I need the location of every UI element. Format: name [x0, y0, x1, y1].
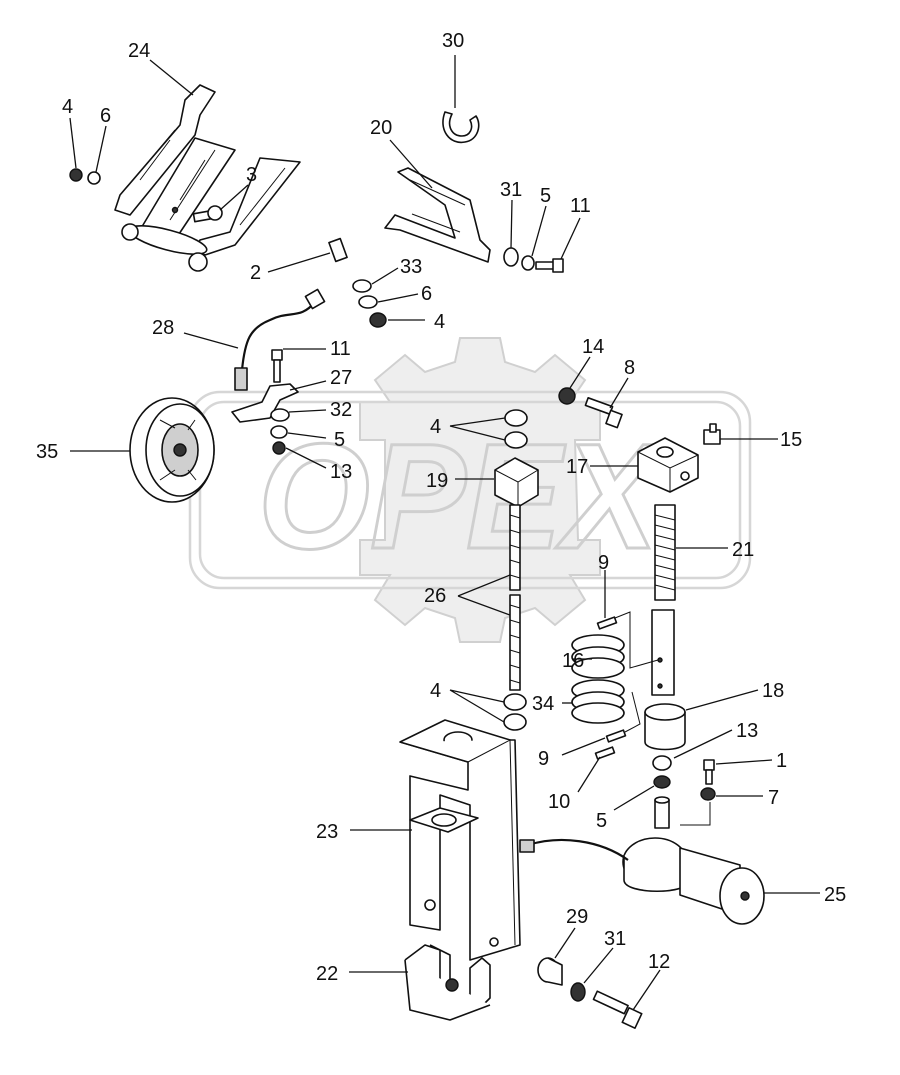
part-11-bolt-top	[535, 258, 564, 273]
part-32-washer	[270, 408, 290, 422]
callout-3: 3	[246, 164, 257, 186]
callout-2: 2	[250, 262, 261, 284]
part-33-washer	[352, 279, 372, 293]
part-24-bracket	[114, 84, 216, 216]
callout-11: 11	[570, 195, 591, 217]
part-14-nut	[558, 387, 576, 405]
callout-16: 16	[562, 650, 584, 672]
part-6-washer-top-left	[87, 171, 101, 185]
part-5-washer-left	[270, 425, 288, 439]
part-9-pin-lower	[605, 691, 641, 743]
callout-8: 8	[624, 357, 635, 379]
part-35-wheel	[129, 397, 215, 503]
motor-wire	[519, 838, 629, 861]
callout-27: 27	[330, 367, 352, 389]
part-5-washer-top	[521, 255, 535, 271]
part-18-bushing	[644, 703, 686, 751]
callout-35: 35	[36, 441, 58, 463]
part-17-block	[637, 437, 699, 493]
callout-4: 4	[62, 96, 73, 118]
part-19-block	[494, 457, 539, 508]
callout-31: 31	[604, 928, 626, 950]
part-30-clip	[442, 111, 480, 144]
watermark-frame-inner	[198, 400, 742, 580]
callout-29: 29	[566, 906, 588, 928]
callout-14: 14	[582, 336, 604, 358]
part-23-bracket	[399, 719, 521, 961]
callout-22: 22	[316, 963, 338, 985]
watermark-text: OPEX	[258, 412, 666, 580]
part-16-spring	[571, 634, 625, 679]
part-4-nuts-upper	[504, 409, 528, 449]
callout-26: 26	[424, 585, 446, 607]
part-9-pin-upper	[596, 611, 659, 669]
callout-10: 10	[548, 791, 570, 813]
part-15-fitting	[703, 423, 721, 445]
callout-9: 9	[598, 552, 609, 574]
callout-30: 30	[442, 30, 464, 52]
part-21-spring-rod	[651, 504, 676, 696]
part-5-washer-right	[653, 775, 671, 789]
part-1-bolt	[703, 759, 715, 785]
part-31-washer-bottom	[570, 982, 586, 1002]
callout-7: 7	[768, 787, 779, 809]
callout-5: 5	[596, 810, 607, 832]
callout-4: 4	[434, 311, 445, 333]
callout-5: 5	[540, 185, 551, 207]
part-13-nut-right	[652, 755, 672, 771]
part-3-bolt	[192, 205, 223, 223]
part-4-nut-mid	[369, 312, 387, 328]
callout-12: 12	[648, 951, 670, 973]
part-10-pin	[594, 746, 616, 760]
part-29-spacer	[537, 957, 563, 986]
callout-28: 28	[152, 317, 174, 339]
callout-32: 32	[330, 399, 352, 421]
callout-23: 23	[316, 821, 338, 843]
callout-1: 1	[776, 750, 787, 772]
callout-13: 13	[330, 461, 352, 483]
part-28-sensor-cable	[234, 288, 326, 391]
callout-17: 17	[566, 456, 588, 478]
part-4-nuts-lower	[503, 693, 527, 731]
callout-21: 21	[732, 539, 754, 561]
part-31-washer-top	[503, 247, 519, 267]
callout-5: 5	[334, 429, 345, 451]
watermark: OPEX	[188, 337, 752, 643]
callout-34: 34	[532, 693, 554, 715]
part-4-nut-top-left	[69, 168, 83, 182]
part-24-arm-assembly	[114, 84, 301, 272]
callout-labels: 24 4 6 3 2 30 20 31 5 11 33 6 4 28 11 27…	[36, 30, 846, 985]
part-22-bracket	[404, 944, 491, 1021]
leader-lines	[69, 55, 820, 1011]
callout-13: 13	[736, 720, 758, 742]
callout-25: 25	[824, 884, 846, 906]
callout-19: 19	[426, 470, 448, 492]
callout-4: 4	[430, 680, 441, 702]
part-24-plate	[139, 137, 236, 241]
part-2-bolt	[328, 237, 348, 263]
part-27-bracket	[231, 383, 299, 423]
part-26-threaded-rods	[509, 504, 521, 691]
part-34-spring	[571, 679, 625, 724]
part-11-bolt-mid	[271, 349, 283, 383]
callout-33: 33	[400, 256, 422, 278]
part-20-bracket	[384, 167, 491, 263]
part-25-motor	[622, 796, 765, 925]
callout-6: 6	[100, 105, 111, 127]
callout-18: 18	[762, 680, 784, 702]
callout-6: 6	[421, 283, 432, 305]
callout-11: 11	[330, 338, 351, 360]
part-13-nut-left	[272, 441, 286, 455]
part-6-washer-mid	[358, 295, 378, 309]
callout-4: 4	[430, 416, 441, 438]
part-8-bolt	[584, 396, 623, 429]
callout-31: 31	[500, 179, 522, 201]
callout-9: 9	[538, 748, 549, 770]
callout-20: 20	[370, 117, 392, 139]
part-7-washer	[700, 787, 716, 801]
callout-15: 15	[780, 429, 802, 451]
callout-24: 24	[128, 40, 150, 62]
part-12-bolt	[592, 990, 643, 1030]
